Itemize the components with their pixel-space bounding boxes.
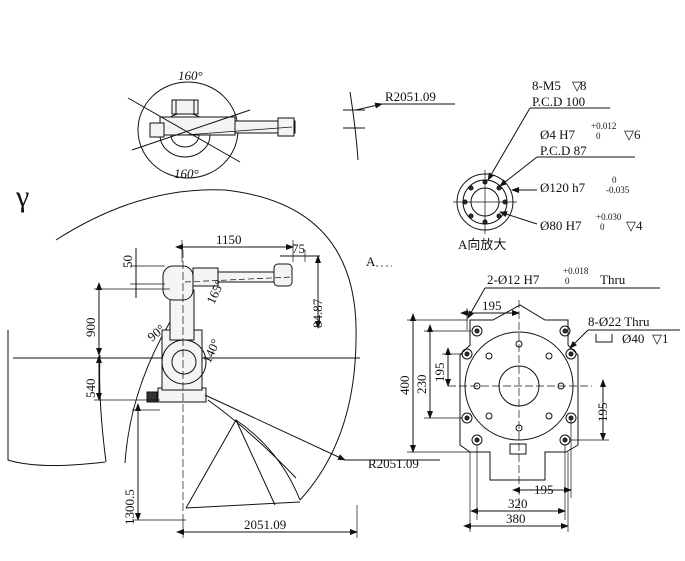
top-view-angle-bottom: 160° [174, 166, 199, 181]
base-plate-outline [459, 304, 579, 481]
wrist [273, 263, 293, 287]
flange-callout-4-depth: 4 [636, 218, 643, 233]
base-hole-callout-2-cb-depth: 1 [662, 331, 669, 346]
top-radius-callout: R2051.09 [343, 89, 455, 161]
dim-540: 540 [83, 379, 98, 399]
flange-caption: A向放大 [458, 237, 506, 252]
flange-callout-2-depth-symbol: ▽ [624, 127, 634, 142]
flange-detail: 8-M5 ▽ 8 P.C.D 100 Ø4 H7 +0.012 0 ▽ 6 P.… [453, 78, 643, 252]
flange-callout-2-depth: 6 [634, 127, 641, 142]
flange-callout-2-a: Ø4 H7 [540, 127, 576, 142]
base-dim-195-bottom: 195 [534, 482, 554, 497]
side-view: γ 1150 75 [7, 180, 440, 538]
base-hole-callout-2-cb: Ø40 [622, 331, 644, 346]
flange-callout-2-tol-top: +0.012 [591, 121, 616, 131]
base-dim-400: 400 [397, 376, 412, 396]
dim-84-87: 84.87 [310, 298, 325, 328]
dim-50: 50 [120, 255, 135, 268]
top-view: 160° 160° [127, 68, 296, 181]
angle-140: 140° [199, 337, 223, 366]
dim-1150: 1150 [216, 232, 242, 247]
base-view: 2-Ø12 H7 +0.018 0 Thru 8-Ø22 Thru Ø40 ▽ … [397, 266, 680, 532]
flange-callout-4: Ø80 H7 [540, 218, 582, 233]
top-view-angle-top: 160° [178, 68, 203, 83]
top-view-limit-line-1 [127, 97, 241, 163]
view-a-arrow-label: A [366, 254, 376, 269]
flange-callout-4-depth-symbol: ▽ [626, 218, 636, 233]
flange-callout-4-tol-top: +0.030 [596, 212, 622, 222]
work-envelope-outer [55, 189, 357, 501]
dim-2051-09: 2051.09 [244, 517, 286, 532]
flange-callout-1-depth-symbol: ▽ [572, 78, 582, 93]
work-envelope-left [7, 330, 106, 467]
greek-symbol: γ [15, 180, 29, 213]
flange-callout-3-tol-bot: -0.035 [606, 185, 630, 195]
base-hole-callout-1-tol-bot: 0 [565, 276, 570, 286]
top-view-limit-line-2 [131, 109, 251, 151]
counterbore-symbol [595, 334, 613, 343]
base-dim-320: 320 [508, 496, 528, 511]
base-hole-callout-1-suffix: Thru [600, 272, 626, 287]
flange-callout-4-tol-bot: 0 [600, 222, 605, 232]
top-view-motor [171, 99, 199, 115]
base-dim-230: 230 [414, 375, 429, 395]
dim-1300-5: 1300.5 [122, 489, 137, 525]
flange-callout-3: Ø120 h7 [540, 180, 586, 195]
flange-callout-1-a: 8-M5 [532, 78, 561, 93]
top-radius-label: R2051.09 [385, 89, 436, 104]
dim-75: 75 [292, 241, 305, 256]
base-hole-callout-2-depth-symbol: ▽ [652, 331, 662, 346]
flange-callout-2-b: P.C.D 87 [540, 143, 587, 158]
dim-900: 900 [83, 318, 98, 338]
flange-callout-1-depth: 8 [580, 78, 587, 93]
base-hole-callout-1-tol-top: +0.018 [563, 266, 589, 276]
upper-arm-housing [162, 265, 194, 301]
base-dim-195-top: 195 [482, 298, 502, 313]
work-envelope-inner [124, 321, 171, 464]
side-radius-label: R2051.09 [368, 456, 419, 471]
base-dim-195-right: 195 [595, 403, 610, 423]
flange-callout-3-tol-top: 0 [612, 175, 617, 185]
base-hole-callout-1: 2-Ø12 H7 [487, 272, 540, 287]
base-dim-380: 380 [506, 511, 526, 526]
base-hole-callout-2: 8-Ø22 Thru [588, 314, 650, 329]
base-dim-195-left: 195 [432, 363, 447, 383]
flange-callout-1-b: P.C.D 100 [532, 94, 585, 109]
flange-callout-2-tol-bot: 0 [596, 131, 601, 141]
radius-arc-fragment [349, 91, 359, 161]
